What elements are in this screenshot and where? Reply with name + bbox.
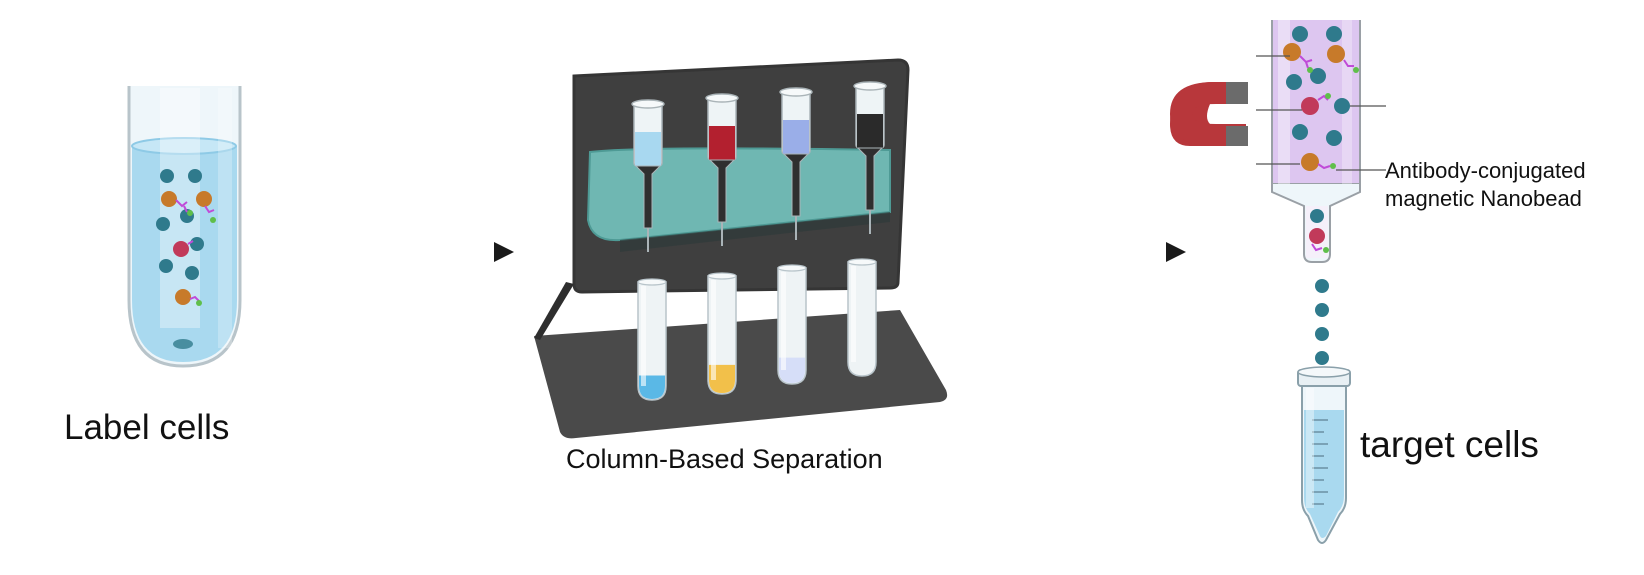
arrow-1-head xyxy=(494,242,514,262)
bead-annotation-line2: magnetic Nanobead xyxy=(1385,186,1582,211)
step-label-target: target cells xyxy=(1360,424,1539,465)
column-rack xyxy=(534,58,948,439)
annotation-lines xyxy=(1256,55,1386,171)
column-liquid xyxy=(635,132,661,166)
separation-column xyxy=(705,93,739,246)
bead-annotation: Antibody-conjugated magnetic Nanobead xyxy=(1385,157,1586,213)
bead-annotation-line1: Antibody-conjugated xyxy=(1385,158,1586,183)
tube-cells xyxy=(156,169,216,306)
column-liquid xyxy=(857,114,883,148)
column-liquid xyxy=(709,126,735,160)
separation-column xyxy=(779,87,813,240)
eluted-cells xyxy=(1315,279,1329,365)
column-cells xyxy=(1283,26,1359,253)
step-label-cells: Label cells xyxy=(64,408,230,447)
orange-cell xyxy=(196,191,212,207)
column-liquid xyxy=(783,120,809,154)
collection-tube xyxy=(847,258,877,377)
conical-tube xyxy=(1297,366,1351,544)
orange-cell xyxy=(161,191,177,207)
collection-tube xyxy=(777,264,807,385)
arrow-2-head xyxy=(1166,242,1186,262)
separation-columns xyxy=(631,81,887,252)
column-holder xyxy=(586,147,891,242)
collection-tubes xyxy=(637,258,877,401)
collection-tube xyxy=(707,272,737,395)
step-label-separation: Column-Based Separation xyxy=(566,444,883,474)
separation-column xyxy=(631,99,665,252)
red-cell xyxy=(173,241,189,257)
orange-cell xyxy=(175,289,191,305)
magnet-icon xyxy=(1170,82,1248,146)
separation-column xyxy=(853,81,887,234)
collection-tube xyxy=(637,278,667,401)
label-tube xyxy=(127,86,242,368)
